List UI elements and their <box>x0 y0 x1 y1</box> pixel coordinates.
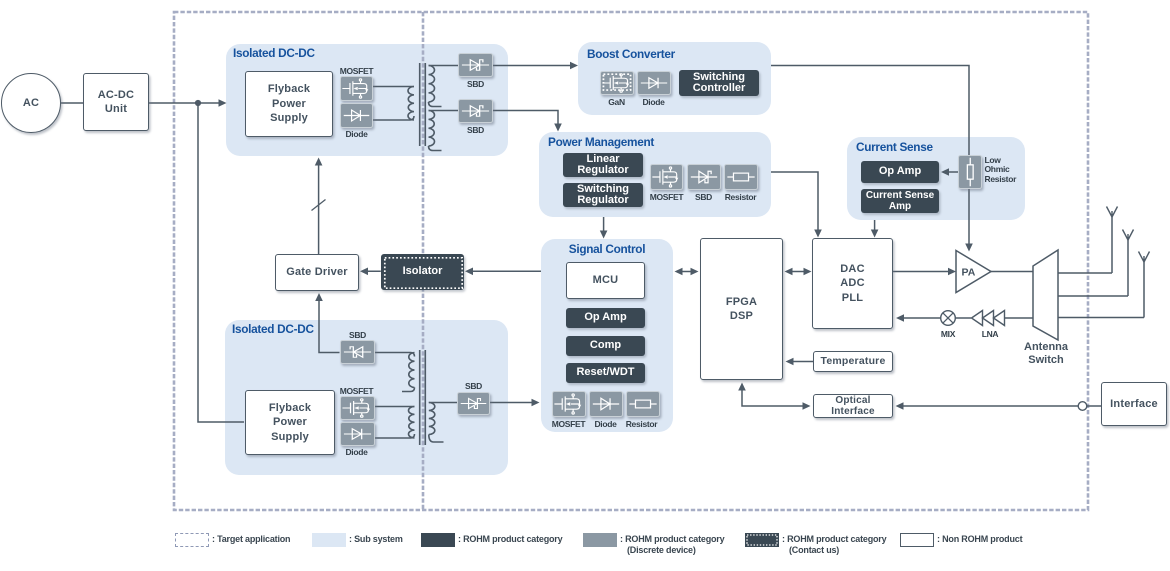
svg-text:PA: PA <box>962 267 976 279</box>
